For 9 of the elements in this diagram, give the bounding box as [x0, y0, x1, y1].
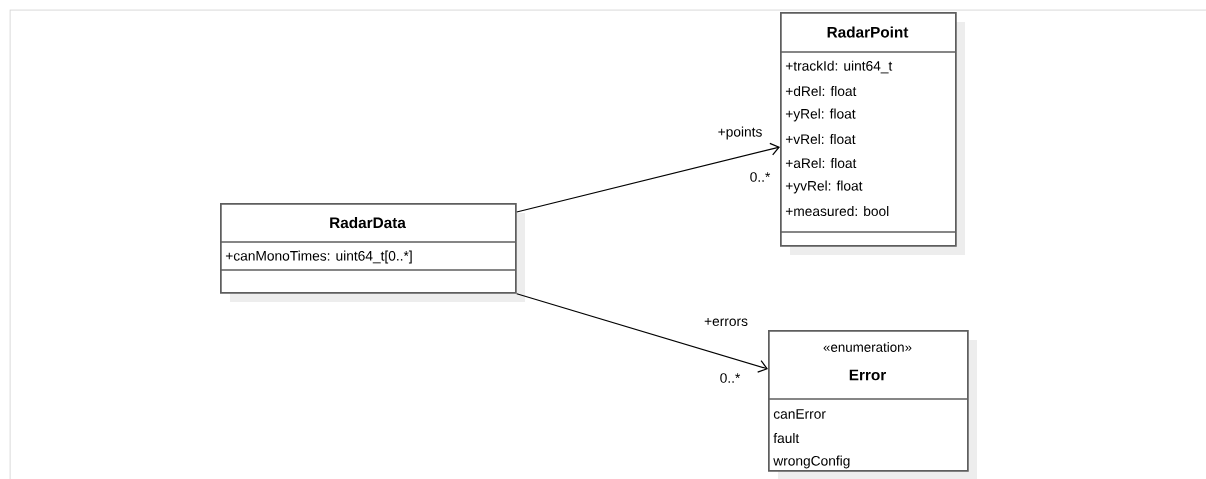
role-label: +errors: [704, 318, 748, 327]
class-box: «enumeration» Error canError fault wrongConfig: [767, 330, 977, 479]
multiplicity-label: 0..*: [720, 373, 741, 383]
class-box: RadarPoint +trackId: uint64_t +dRel: float +yRel: float +vRel: float +aRel: float +yvRel: float +measured: bool: [779, 12, 965, 255]
role-label: +points: [718, 126, 762, 140]
class-box: RadarData +canMonoTimes: uint64_t[0..*]: [219, 203, 525, 302]
multiplicity-label: 0..*: [750, 172, 771, 182]
association-arrow: [516, 142, 780, 213]
association-arrow: [516, 293, 768, 373]
